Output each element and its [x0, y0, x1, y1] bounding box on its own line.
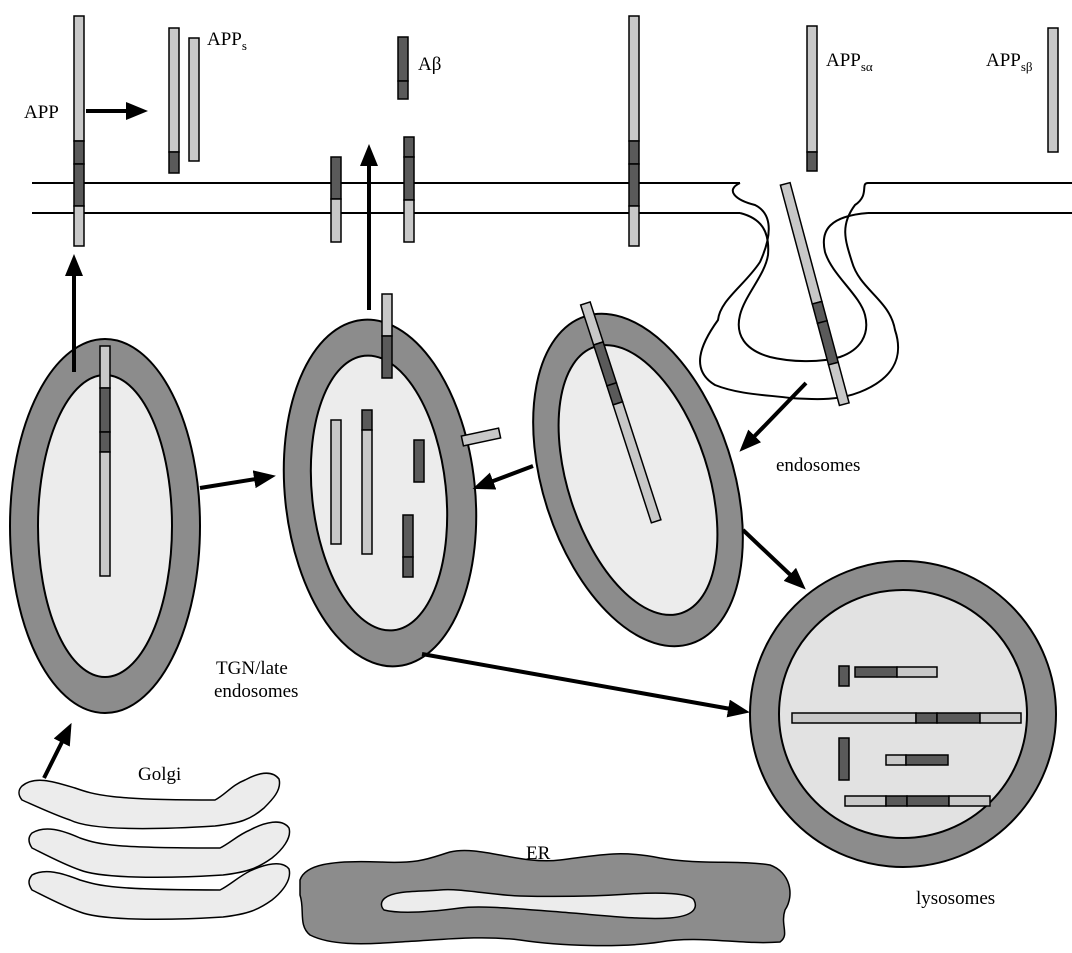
app-full-length-right: [629, 16, 639, 246]
arrow-golgi-to-tgn: [44, 730, 68, 778]
vesicle-tgn-left: [10, 339, 200, 713]
app-full-length: [74, 16, 84, 246]
arrow-pit-to-endosome: [745, 383, 806, 446]
endosomes-label: endosomes: [776, 455, 860, 476]
apps-alpha-fragment: [807, 26, 817, 171]
er-label: ER: [526, 843, 551, 864]
golgi-label: Golgi: [138, 764, 181, 785]
apps-alpha-label: APPsα: [826, 50, 873, 74]
arrow-late-to-lysosome: [422, 654, 742, 711]
tgn-label-line2: endosomes: [214, 681, 298, 702]
golgi-stack: [19, 773, 290, 919]
apps-label: APPs: [207, 29, 247, 53]
apps-fragments: [169, 28, 199, 173]
arrow-endosome-to-lysosome: [743, 530, 800, 584]
plasma-membrane: [32, 183, 1072, 213]
arrow-endosome-to-late: [480, 466, 533, 486]
abeta-fragment: [398, 37, 408, 99]
arrow-tgn-to-late: [200, 477, 268, 488]
app-label: APP: [24, 102, 59, 123]
vesicle-early-endosome: [494, 287, 781, 673]
app-internalizing: [780, 183, 849, 406]
abeta-label: Aβ: [418, 54, 441, 75]
lysosome: [750, 561, 1056, 867]
apps-beta-fragment: [1048, 28, 1058, 152]
apps-beta-label: APPsβ: [986, 50, 1033, 74]
tgn-label-line1: TGN/late: [216, 658, 288, 679]
ctf-left: [331, 157, 341, 242]
vesicle-late-endosome: [267, 294, 500, 676]
endoplasmic-reticulum: [300, 850, 790, 945]
ctf-right: [404, 137, 414, 242]
lysosomes-label: lysosomes: [916, 888, 995, 909]
